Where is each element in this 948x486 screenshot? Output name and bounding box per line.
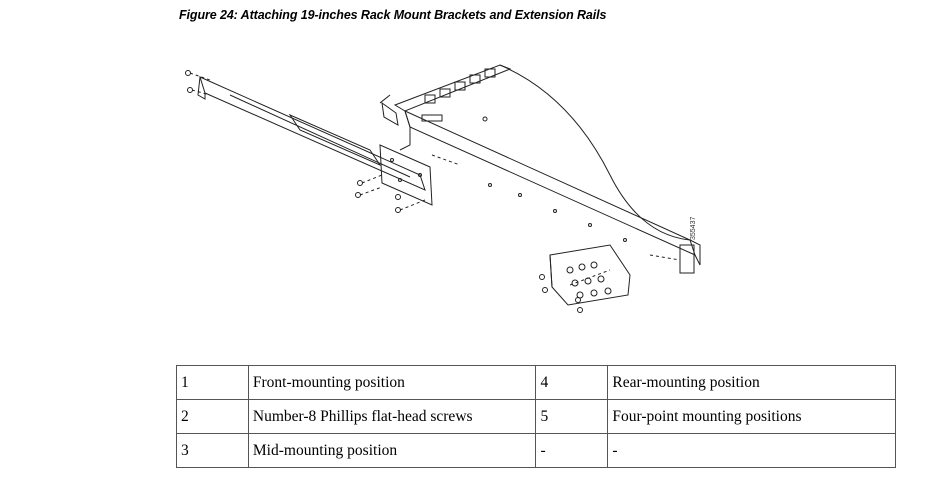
legend-description: Rear-mounting position xyxy=(607,365,896,400)
table-row: 3 Mid-mounting position - - xyxy=(176,433,896,468)
legend-number: 4 xyxy=(535,365,609,400)
rack-mount-illustration xyxy=(170,55,730,325)
legend-description: - xyxy=(607,433,896,468)
chassis-line-drawing xyxy=(185,64,701,313)
legend-number: 2 xyxy=(176,399,249,434)
table-row: 2 Number-8 Phillips flat-head screws 5 F… xyxy=(176,399,896,434)
legend-description: Number-8 Phillips flat-head screws xyxy=(247,399,537,434)
legend-table: 1 Front-mounting position 4 Rear-mountin… xyxy=(176,365,896,468)
figure-id: 355437 xyxy=(690,216,697,240)
legend-number: - xyxy=(535,433,609,468)
legend-number: 5 xyxy=(535,399,609,434)
legend-description: Front-mounting position xyxy=(247,365,537,400)
legend-number: 1 xyxy=(176,365,249,400)
figure-caption: Figure 24: Attaching 19-inches Rack Moun… xyxy=(179,8,607,22)
legend-description: Mid-mounting position xyxy=(247,433,537,468)
legend-number: 3 xyxy=(176,433,249,468)
legend-description: Four-point mounting positions xyxy=(607,399,896,434)
table-row: 1 Front-mounting position 4 Rear-mountin… xyxy=(176,365,896,400)
